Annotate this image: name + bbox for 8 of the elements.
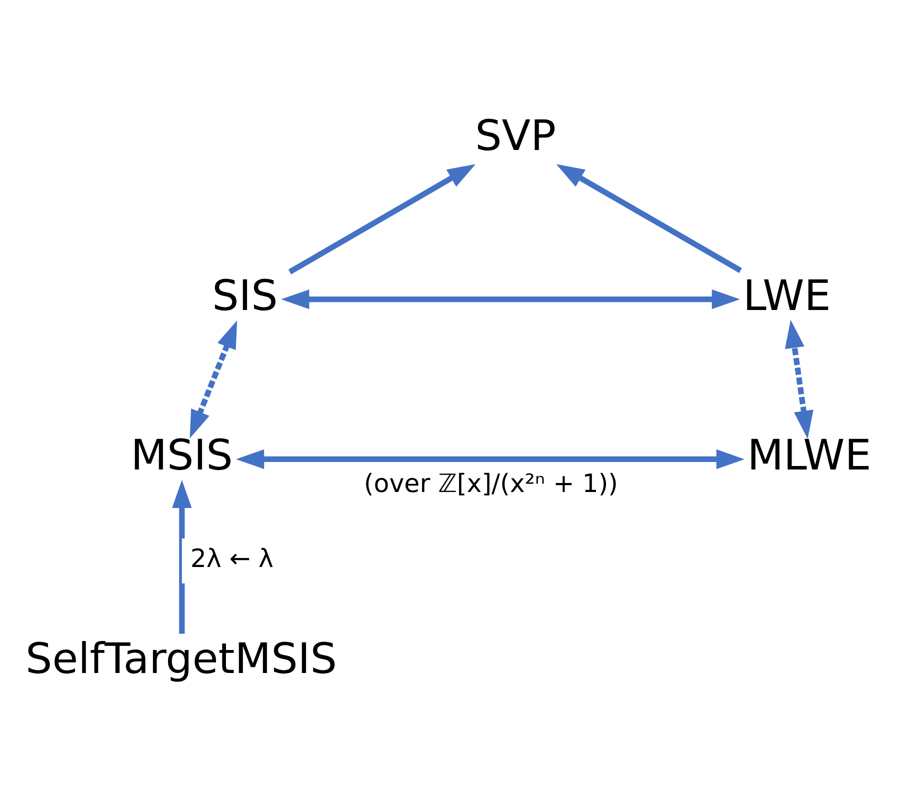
node-text: SelfTargetMSIS (25, 634, 337, 683)
node-text: LWE (743, 270, 831, 320)
node-text: MLWE (747, 430, 872, 480)
node-text: SIS (212, 270, 278, 320)
node-text: SVP (475, 110, 556, 160)
edge-label: 2λ ← λ (190, 544, 274, 573)
node-text: MSIS (130, 430, 233, 480)
edge-label: (over ℤ[x]/(x²ⁿ + 1)) (364, 468, 618, 498)
